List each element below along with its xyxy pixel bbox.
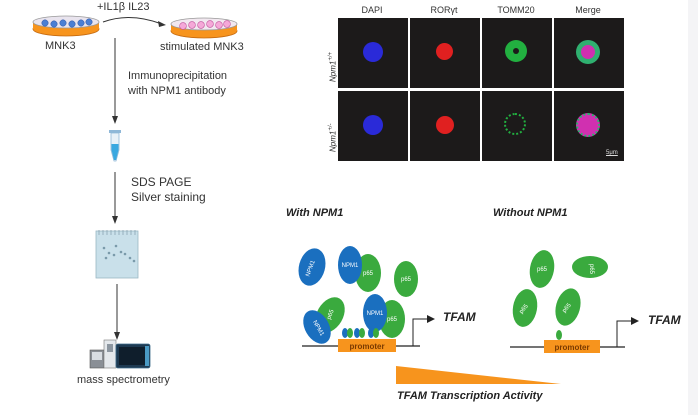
image-dapi-het bbox=[338, 91, 408, 161]
row-label-heterozygous: Npm1+/- bbox=[328, 123, 338, 152]
svg-text:NPM1: NPM1 bbox=[367, 311, 384, 317]
row-label-wildtype: Npm1+/+ bbox=[328, 51, 338, 82]
svg-text:p65: p65 bbox=[562, 302, 573, 314]
sds-page-label: SDS PAGE bbox=[131, 175, 192, 189]
mass-spectrometer-icon bbox=[89, 339, 151, 369]
eppendorf-tube-icon bbox=[109, 130, 121, 162]
scale-bar-label: 5μm bbox=[606, 150, 618, 156]
petri-dish-stimulated-icon bbox=[170, 17, 238, 39]
npm1-p65-complex: NPM1 p65 bbox=[338, 246, 381, 292]
image-roryt-het bbox=[410, 91, 480, 161]
bound-complexes bbox=[342, 328, 379, 338]
gel-icon bbox=[95, 230, 139, 279]
npm1-p65-complex: NPM1 p65 bbox=[363, 294, 405, 338]
svg-text:promoter: promoter bbox=[554, 343, 589, 352]
stimulated-mnk3-label: stimulated MNK3 bbox=[160, 41, 244, 53]
image-merge-wt bbox=[554, 18, 624, 88]
silver-staining-label: Silver staining bbox=[131, 190, 206, 204]
svg-text:NPM1: NPM1 bbox=[305, 259, 317, 277]
petri-dish-mnk3-icon bbox=[32, 15, 100, 37]
tfam-gene-label-without: TFAM bbox=[648, 313, 681, 327]
free-p65: p65 bbox=[394, 261, 418, 297]
mnk3-label: MNK3 bbox=[45, 40, 76, 52]
arrow-down-icon bbox=[112, 38, 118, 124]
stimulation-arrow-icon bbox=[102, 17, 166, 27]
svg-text:NPM1: NPM1 bbox=[342, 263, 359, 269]
svg-text:p65: p65 bbox=[588, 264, 594, 275]
tfam-gene-label-with: TFAM bbox=[443, 310, 476, 324]
free-p65: p65 bbox=[572, 256, 608, 278]
free-p65: p65 bbox=[529, 250, 555, 288]
svg-text:promoter: promoter bbox=[349, 342, 384, 351]
column-header-tomm20: TOMM20 bbox=[497, 5, 535, 15]
svg-text:p65: p65 bbox=[387, 317, 398, 323]
free-p65: p65 bbox=[555, 288, 581, 326]
svg-text:p65: p65 bbox=[537, 267, 548, 273]
transcription-activity-label: TFAM Transcription Activity bbox=[397, 390, 543, 402]
npm1-p65-complex: NPM1 p65 bbox=[303, 297, 345, 344]
without-npm1-title: Without NPM1 bbox=[493, 207, 568, 219]
ip-step-line2: with NPM1 antibody bbox=[128, 85, 226, 97]
activity-wedge bbox=[396, 366, 561, 384]
free-npm1: NPM1 bbox=[298, 248, 326, 286]
svg-text:p65: p65 bbox=[327, 308, 336, 320]
mass-spectrometry-label: mass spectrometry bbox=[77, 374, 170, 386]
svg-text:p65: p65 bbox=[363, 271, 374, 277]
arrow-down-icon bbox=[112, 172, 118, 224]
image-dapi-wt bbox=[338, 18, 408, 88]
image-tomm20-wt bbox=[482, 18, 552, 88]
right-edge-strip bbox=[688, 0, 698, 415]
free-p65: p65 bbox=[512, 289, 538, 327]
column-header-merge: Merge bbox=[575, 5, 601, 15]
ip-step-line1: Immunoprecipitation bbox=[128, 70, 228, 82]
image-merge-het: 5μm bbox=[554, 91, 624, 161]
svg-text:p65: p65 bbox=[401, 277, 412, 283]
stimulus-label: +IL1β IL23 bbox=[97, 1, 150, 13]
image-tomm20-het bbox=[482, 91, 552, 161]
svg-text:p65: p65 bbox=[519, 303, 530, 315]
column-header-roryt: RORγt bbox=[430, 5, 458, 15]
image-roryt-wt bbox=[410, 18, 480, 88]
column-header-dapi: DAPI bbox=[361, 5, 383, 15]
model-svg: NPM1 NPM1 p65 p65 NPM1 p65 NPM1 p65 prom… bbox=[298, 246, 639, 353]
arrow-down-icon bbox=[114, 284, 120, 340]
with-npm1-title: With NPM1 bbox=[286, 207, 344, 219]
